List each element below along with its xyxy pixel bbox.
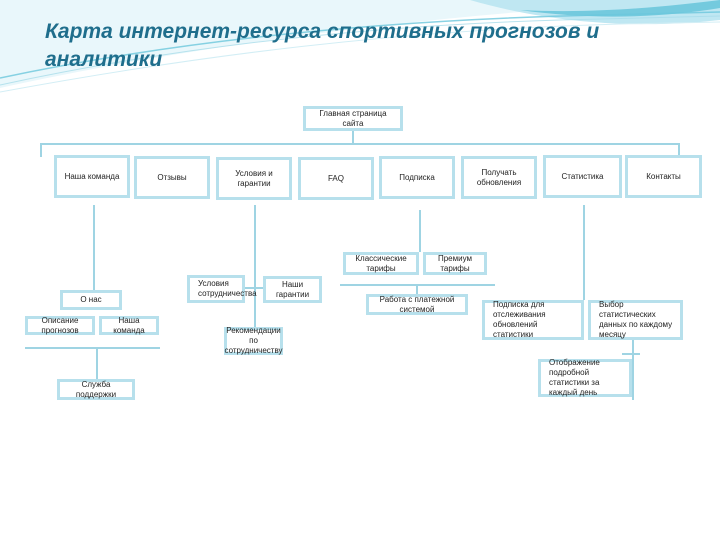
connector bbox=[245, 287, 263, 289]
node-stats-updates-subscription: Подписка для отслеживания обновлений ста… bbox=[482, 300, 584, 340]
connector bbox=[622, 353, 640, 355]
node-reviews: Отзывы bbox=[134, 156, 210, 199]
node-subscription: Подписка bbox=[379, 156, 455, 199]
connector bbox=[340, 284, 495, 286]
connector bbox=[93, 205, 95, 291]
node-cooperation-terms: Условия сотрудничества bbox=[187, 275, 257, 303]
node-cooperation-recommendations: Рекомендации по сотрудничеству bbox=[224, 326, 283, 355]
node-monthly-stats-selection: Выбор статистических данных по каждому м… bbox=[588, 300, 683, 340]
node-classic-plans: Классические тарифы bbox=[343, 252, 419, 275]
node-home: Главная страница сайта bbox=[303, 106, 403, 131]
node-contacts: Контакты bbox=[625, 155, 702, 198]
node-our-team-sub: Наша команда bbox=[99, 316, 159, 335]
connector bbox=[583, 205, 585, 300]
node-forecast-description: Описание прогнозов bbox=[25, 316, 95, 335]
node-our-guarantees: Наши гарантии bbox=[263, 276, 322, 303]
node-faq: FAQ bbox=[298, 157, 374, 200]
node-daily-stats-display: Отображение подробной статистики за кажд… bbox=[538, 358, 632, 397]
connector bbox=[678, 143, 680, 157]
decorative-wave-header bbox=[0, 0, 720, 93]
connector bbox=[352, 131, 354, 144]
connector bbox=[40, 143, 680, 145]
connector bbox=[419, 210, 421, 252]
connector bbox=[40, 143, 42, 157]
node-premium-plans: Премиум тарифы bbox=[423, 252, 487, 275]
connector bbox=[96, 349, 98, 379]
node-about: О нас bbox=[60, 290, 122, 310]
node-get-updates: Получать обновления bbox=[461, 156, 537, 199]
connector bbox=[632, 340, 634, 400]
page-title: Карта интернет-ресурса спортивных прогно… bbox=[45, 20, 600, 71]
node-statistics: Статистика bbox=[543, 155, 622, 198]
node-our-team: Наша команда bbox=[54, 155, 130, 198]
connector bbox=[25, 347, 160, 349]
node-payment-system: Работа с платежной системой bbox=[366, 294, 468, 315]
node-support: Служба поддержки bbox=[57, 379, 135, 400]
connector bbox=[416, 286, 418, 294]
connector bbox=[254, 205, 256, 327]
node-terms: Условия и гарантии bbox=[216, 157, 292, 200]
